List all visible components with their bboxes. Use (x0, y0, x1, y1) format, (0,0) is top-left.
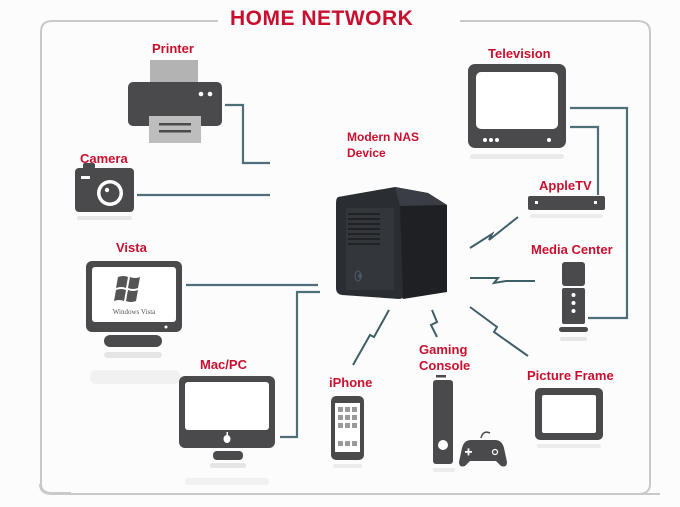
smartphone-icon (331, 396, 364, 468)
windows-logo-icon (114, 276, 140, 302)
game-console-icon (433, 375, 507, 472)
gamepad-icon (459, 431, 507, 467)
appletv-wireless (469, 216, 519, 249)
frame (39, 20, 660, 495)
picture-frame-icon (535, 388, 603, 448)
picture-frame-label: Picture Frame (527, 368, 614, 383)
nas-device-icon (336, 187, 447, 299)
gaming-label-line1: Gaming (419, 342, 468, 357)
nas-label-line1: Modern NAS (347, 130, 419, 144)
vista-label: Vista (116, 240, 147, 255)
nas-label-line2: Device (347, 146, 386, 160)
frame-left (40, 20, 218, 494)
printer-label: Printer (152, 41, 194, 56)
printer-link (225, 103, 270, 165)
macpc-link (280, 290, 320, 439)
gaming-label-line2: Console (419, 358, 471, 373)
media-center-label: Media Center (531, 242, 613, 257)
windows-vista-text: Windows Vista (113, 308, 156, 316)
iphone-label: iPhone (329, 375, 373, 390)
frame-right (460, 20, 651, 495)
gaming-wireless (429, 309, 439, 338)
imac-icon (179, 376, 275, 485)
macpc-label: Mac/PC (200, 357, 247, 372)
appletv-icon (528, 196, 605, 218)
mediacenter-wireless (470, 277, 535, 285)
wired-connections (137, 103, 629, 439)
pictureframe-wireless (469, 306, 529, 357)
wireless-connections (352, 216, 535, 366)
tv-mediacenter-link (570, 106, 629, 320)
camera-label: Camera (80, 151, 128, 166)
media-center-icon (559, 262, 588, 341)
monitor-icon: Windows Vista (86, 261, 182, 384)
iphone-wireless (352, 309, 390, 366)
camera-icon (75, 163, 134, 220)
television-label: Television (488, 46, 551, 61)
frame-bottom (39, 483, 660, 495)
television-icon (468, 64, 566, 159)
tv-appletv-link (570, 125, 600, 195)
page-title: HOME NETWORK (230, 7, 414, 30)
printer-icon (128, 60, 222, 143)
apple-logo-icon (223, 432, 231, 443)
appletv-label: AppleTV (539, 178, 592, 193)
